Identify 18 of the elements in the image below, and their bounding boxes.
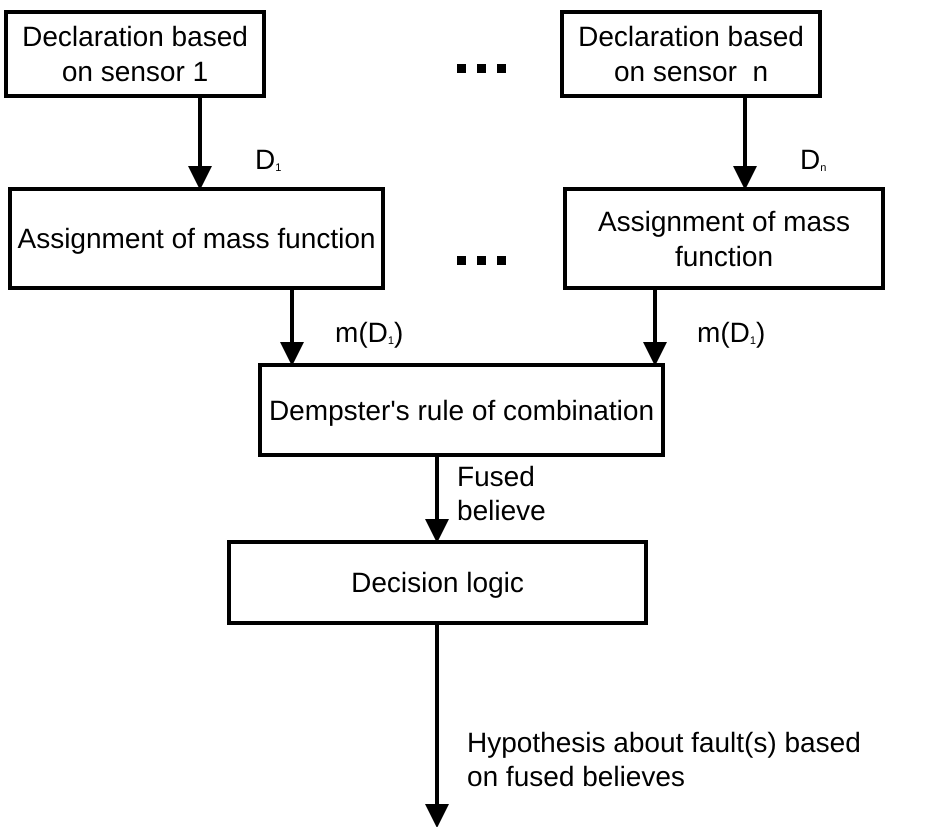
arrow: [425, 457, 449, 543]
process-box: [8, 187, 385, 290]
arrow: [643, 290, 667, 366]
arrow: [188, 98, 212, 190]
box-label: Assignment of mass function: [16, 222, 376, 256]
box-label: Dempster's rule of combination: [268, 394, 656, 428]
box-label: Declaration based on sensor n: [577, 20, 805, 89]
process-box: [4, 10, 266, 98]
arrow: [425, 625, 449, 827]
arrow: [733, 98, 757, 190]
box-label: Declaration based on sensor 1: [21, 20, 249, 89]
process-box: [227, 540, 648, 625]
box-label: Assignment of mass function: [596, 204, 852, 274]
process-box: [563, 187, 885, 290]
arrow: [280, 290, 304, 366]
box-label: Decision logic: [350, 566, 525, 600]
process-box: [258, 363, 665, 457]
process-box: [560, 10, 822, 98]
